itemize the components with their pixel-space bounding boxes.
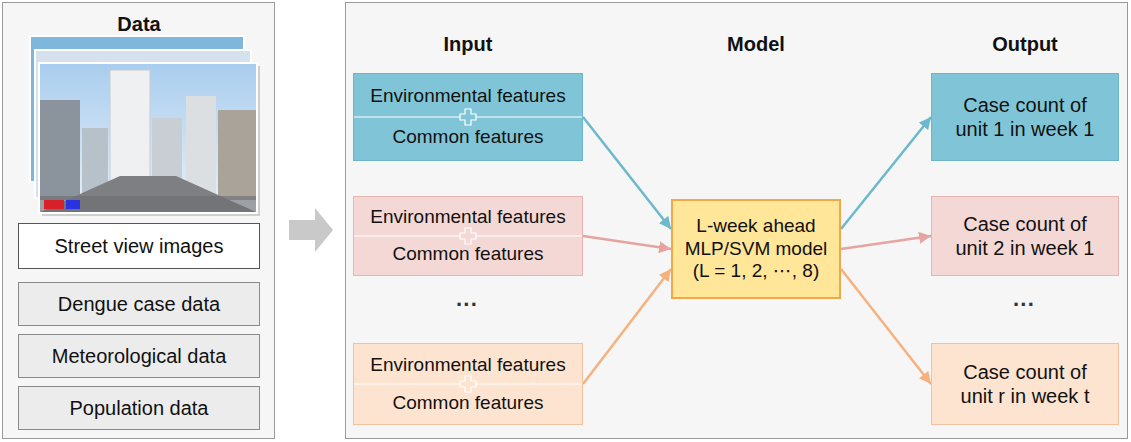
panel-heading: Data — [117, 13, 160, 36]
box-text: Common features — [360, 236, 576, 273]
box-text: Environmental features — [360, 76, 576, 117]
input-box: Environmental featuresCommon features — [353, 73, 583, 161]
plus-symbol — [460, 376, 476, 392]
panel-ground — [3, 3, 275, 439]
flow-arrow — [583, 236, 671, 249]
road — [40, 176, 256, 212]
box-text: Environmental features — [360, 199, 576, 236]
box-text: Common features — [360, 384, 576, 422]
output-box: Case count of unit r in week t — [931, 343, 1119, 425]
box-text: Common features — [360, 117, 576, 158]
plus-symbol — [460, 109, 476, 125]
source-box: Street view images — [18, 223, 260, 269]
model-box: L-week ahead MLP/SVM model (L = 1, 2, ⋯,… — [671, 199, 841, 299]
ellipsis-mark: ··· — [1013, 292, 1035, 318]
panel-heading: Output — [992, 33, 1058, 56]
box-text: Environmental features — [360, 346, 576, 384]
panel-heading: Input — [444, 33, 493, 56]
output-box: Case count of unit 1 in week 1 — [931, 73, 1119, 161]
box-text: Meteorological data — [52, 344, 227, 368]
pipeline-panel: Environmental featuresCommon featuresEnv… — [345, 2, 1128, 439]
ellipsis-mark: ··· — [456, 292, 478, 318]
box-text: Population data — [69, 396, 208, 420]
source-box: Population data — [18, 386, 260, 430]
panel-heading: Model — [727, 33, 785, 56]
photo-front — [39, 63, 257, 213]
source-box: Meteorological data — [18, 334, 260, 378]
source-box: Dengue case data — [18, 282, 260, 326]
box-text: Case count of unit r in week t — [950, 360, 1100, 408]
building — [40, 100, 80, 200]
building — [218, 110, 256, 200]
flow-arrow — [583, 117, 671, 229]
box-text: Case count of unit 1 in week 1 — [950, 93, 1100, 141]
input-box: Environmental featuresCommon features — [353, 196, 583, 276]
logo-mark — [44, 200, 64, 209]
logo-mark — [66, 200, 80, 209]
plus-symbol — [460, 228, 476, 244]
output-box: Case count of unit 2 in week 1 — [931, 196, 1119, 276]
box-text: Case count of unit 2 in week 1 — [950, 212, 1100, 260]
panel-ground — [346, 3, 1128, 439]
input-box: Environmental featuresCommon features — [353, 343, 583, 425]
flow-arrow — [841, 236, 931, 249]
flow-arrow — [583, 269, 671, 384]
block-arrow — [289, 208, 333, 252]
street-view-photos — [30, 36, 260, 216]
street — [40, 196, 256, 212]
data-panel: Street view imagesDengue case dataMeteor… — [2, 2, 275, 439]
box-text: Street view images — [55, 234, 224, 258]
flow-arrow — [841, 117, 931, 229]
box-text: L-week ahead MLP/SVM model (L = 1, 2, ⋯,… — [681, 215, 831, 283]
box-text: Dengue case data — [58, 292, 220, 316]
flow-arrow — [841, 269, 931, 384]
